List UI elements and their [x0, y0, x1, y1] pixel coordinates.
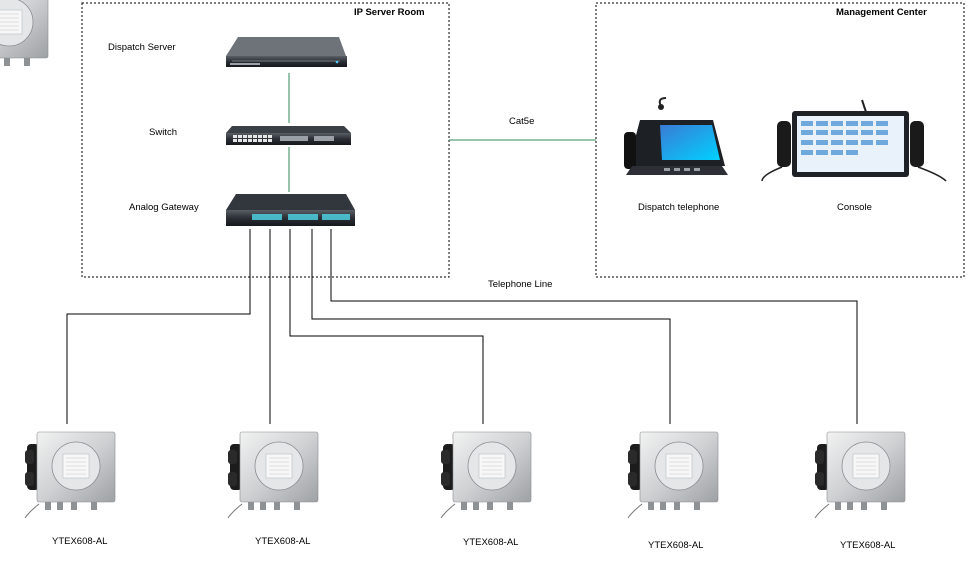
- server-room-title: IP Server Room: [354, 7, 425, 18]
- dispatch-server-icon: [226, 37, 347, 67]
- dispatch-server-label: Dispatch Server: [108, 42, 176, 53]
- dispatch-telephone-label: Dispatch telephone: [638, 202, 720, 213]
- phone-1-label: YTEX608-AL: [52, 536, 108, 547]
- phone-3-icon: [440, 431, 532, 519]
- phone-5-label: YTEX608-AL: [840, 540, 896, 551]
- explosion-proof-phone-icon: [0, 0, 49, 66]
- dispatch-telephone-icon: [624, 97, 728, 175]
- telephone-lines: [66, 229, 858, 424]
- phone-4-icon: [627, 431, 719, 519]
- phone-2-label: YTEX608-AL: [255, 536, 311, 547]
- switch-label: Switch: [149, 127, 177, 138]
- console-icon: [761, 99, 947, 182]
- telephone-line-label: Telephone Line: [488, 279, 553, 290]
- console-label: Console: [837, 202, 872, 213]
- management-center-title: Management Center: [836, 7, 927, 18]
- phone-3-label: YTEX608-AL: [463, 537, 519, 548]
- phone-1-icon: [24, 431, 116, 519]
- phone-2-icon: [227, 431, 319, 519]
- management-center-box: [595, 2, 965, 278]
- phone-4-label: YTEX608-AL: [648, 540, 704, 551]
- analog-gateway-label: Analog Gateway: [129, 202, 199, 213]
- ethernet-lines: [288, 73, 596, 192]
- switch-icon: [226, 126, 351, 145]
- analog-gateway-icon: [226, 194, 355, 226]
- phone-5-icon: [814, 431, 906, 519]
- cat5e-label: Cat5e: [509, 116, 535, 127]
